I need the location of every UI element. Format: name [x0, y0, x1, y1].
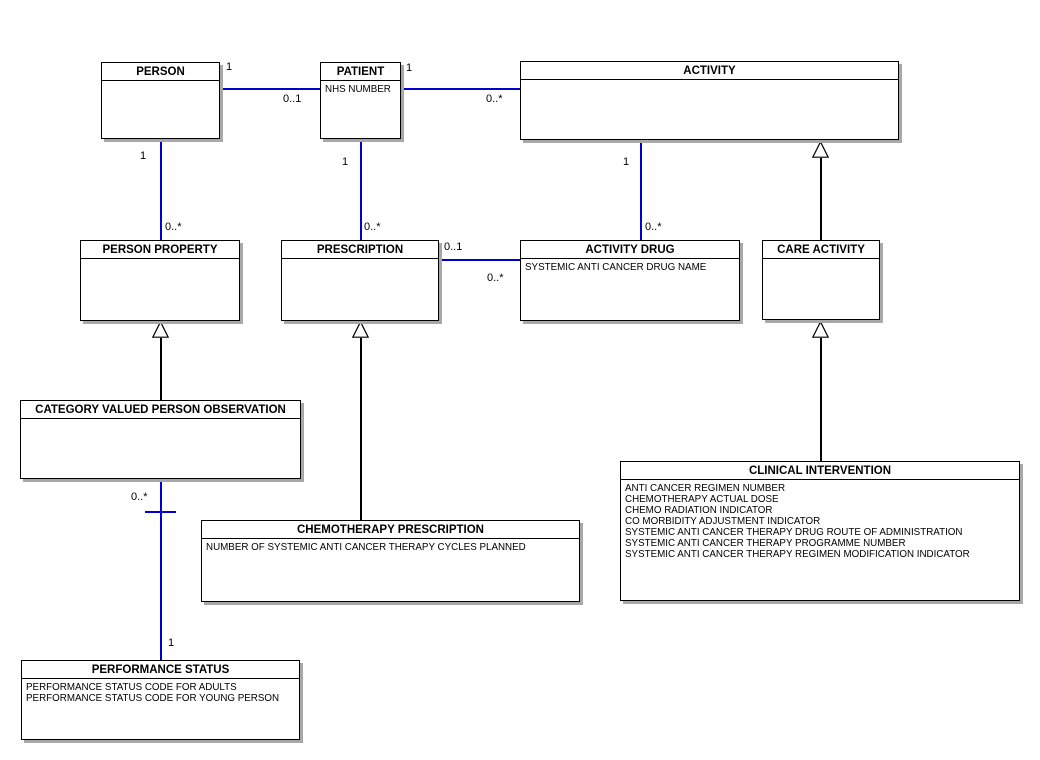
entity-person-property[interactable]: PERSON PROPERTY	[80, 240, 240, 321]
entity-title: ACTIVITY	[521, 62, 898, 80]
attribute: ANTI CANCER REGIMEN NUMBER	[625, 483, 786, 494]
multiplicity-label: 0..*	[165, 221, 182, 233]
generalization-arrow-icon	[811, 140, 830, 158]
multiplicity-label: 0..*	[364, 221, 381, 233]
attribute: NHS NUMBER	[325, 84, 391, 95]
generalization-careactivity-activity-line	[820, 158, 822, 240]
multiplicity-label: 1	[168, 637, 175, 649]
association-person-personproperty-line	[160, 139, 162, 240]
multiplicity-label: 1	[406, 62, 413, 74]
association-observation-performancestatus-line	[160, 479, 162, 660]
association-prescription-activitydrug-line	[439, 259, 520, 261]
attribute: NUMBER OF SYSTEMIC ANTI CANCER THERAPY C…	[206, 542, 526, 553]
attribute: CHEMO RADIATION INDICATOR	[625, 505, 773, 516]
entity-performance-status[interactable]: PERFORMANCE STATUS PERFORMANCE STATUS CO…	[21, 660, 300, 740]
entity-title: PERSON PROPERTY	[81, 241, 239, 259]
entity-care-activity[interactable]: CARE ACTIVITY	[762, 240, 880, 320]
generalization-arrow-icon	[351, 320, 370, 338]
generalization-clinicalintervention-careactivity-line	[820, 338, 822, 461]
entity-attributes: ANTI CANCER REGIMEN NUMBER CHEMOTHERAPY …	[621, 480, 1019, 560]
attribute: SYSTEMIC ANTI CANCER THERAPY DRUG ROUTE …	[625, 527, 963, 538]
entity-title: CATEGORY VALUED PERSON OBSERVATION	[21, 401, 300, 419]
association-observation-performancestatus-tick	[145, 511, 176, 513]
generalization-arrow-icon	[811, 320, 830, 338]
attribute: CO MORBIDITY ADJUSTMENT INDICATOR	[625, 516, 821, 527]
entity-title: ACTIVITY DRUG	[521, 241, 739, 259]
generalization-chemoprescription-prescription-line	[360, 338, 362, 520]
attribute: SYSTEMIC ANTI CANCER DRUG NAME	[525, 262, 707, 273]
entity-activity-drug[interactable]: ACTIVITY DRUG SYSTEMIC ANTI CANCER DRUG …	[520, 240, 740, 321]
entity-category-valued-person-observation[interactable]: CATEGORY VALUED PERSON OBSERVATION	[20, 400, 301, 479]
association-activity-activitydrug-line	[640, 140, 642, 240]
entity-attributes	[21, 419, 300, 422]
multiplicity-label: 0..1	[283, 93, 302, 105]
multiplicity-label: 0..*	[645, 221, 662, 233]
attribute: PERFORMANCE STATUS CODE FOR ADULTS	[26, 682, 237, 693]
entity-person[interactable]: PERSON	[101, 62, 220, 139]
entity-attributes	[763, 259, 879, 262]
entity-attributes: SYSTEMIC ANTI CANCER DRUG NAME	[521, 259, 739, 273]
multiplicity-label: 0..*	[131, 491, 148, 503]
entity-attributes	[102, 81, 219, 84]
entity-attributes: NHS NUMBER	[321, 81, 400, 95]
entity-title: PRESCRIPTION	[282, 241, 438, 259]
attribute: PERFORMANCE STATUS CODE FOR YOUNG PERSON	[26, 693, 280, 704]
multiplicity-label: 1	[623, 156, 630, 168]
multiplicity-label: 1	[140, 150, 147, 162]
entity-activity[interactable]: ACTIVITY	[520, 61, 899, 140]
entity-patient[interactable]: PATIENT NHS NUMBER	[320, 62, 401, 139]
entity-attributes	[282, 259, 438, 262]
multiplicity-label: 1	[226, 61, 233, 73]
generalization-arrow-icon	[151, 320, 170, 338]
entity-attributes: NUMBER OF SYSTEMIC ANTI CANCER THERAPY C…	[202, 539, 579, 553]
association-person-patient-line	[220, 88, 320, 90]
attribute: SYSTEMIC ANTI CANCER THERAPY REGIMEN MOD…	[625, 549, 970, 560]
generalization-observation-personproperty-line	[160, 338, 162, 400]
multiplicity-label: 0..1	[444, 241, 463, 253]
entity-chemotherapy-prescription[interactable]: CHEMOTHERAPY PRESCRIPTION NUMBER OF SYST…	[201, 520, 580, 602]
attribute: SYSTEMIC ANTI CANCER THERAPY PROGRAMME N…	[625, 538, 906, 549]
entity-title: CHEMOTHERAPY PRESCRIPTION	[202, 521, 579, 539]
entity-attributes	[81, 259, 239, 262]
association-patient-activity-line	[401, 88, 520, 90]
entity-title: CARE ACTIVITY	[763, 241, 879, 259]
entity-attributes: PERFORMANCE STATUS CODE FOR ADULTS PERFO…	[22, 679, 299, 704]
multiplicity-label: 1	[342, 156, 349, 168]
entity-prescription[interactable]: PRESCRIPTION	[281, 240, 439, 321]
entity-clinical-intervention[interactable]: CLINICAL INTERVENTION ANTI CANCER REGIME…	[620, 461, 1020, 601]
entity-title: PATIENT	[321, 63, 400, 81]
attribute: CHEMOTHERAPY ACTUAL DOSE	[625, 494, 779, 505]
entity-title: CLINICAL INTERVENTION	[621, 462, 1019, 480]
entity-attributes	[521, 80, 898, 83]
multiplicity-label: 0..*	[487, 272, 504, 284]
entity-title: PERFORMANCE STATUS	[22, 661, 299, 679]
entity-title: PERSON	[102, 63, 219, 81]
multiplicity-label: 0..*	[486, 93, 503, 105]
association-patient-prescription-line	[360, 139, 362, 240]
